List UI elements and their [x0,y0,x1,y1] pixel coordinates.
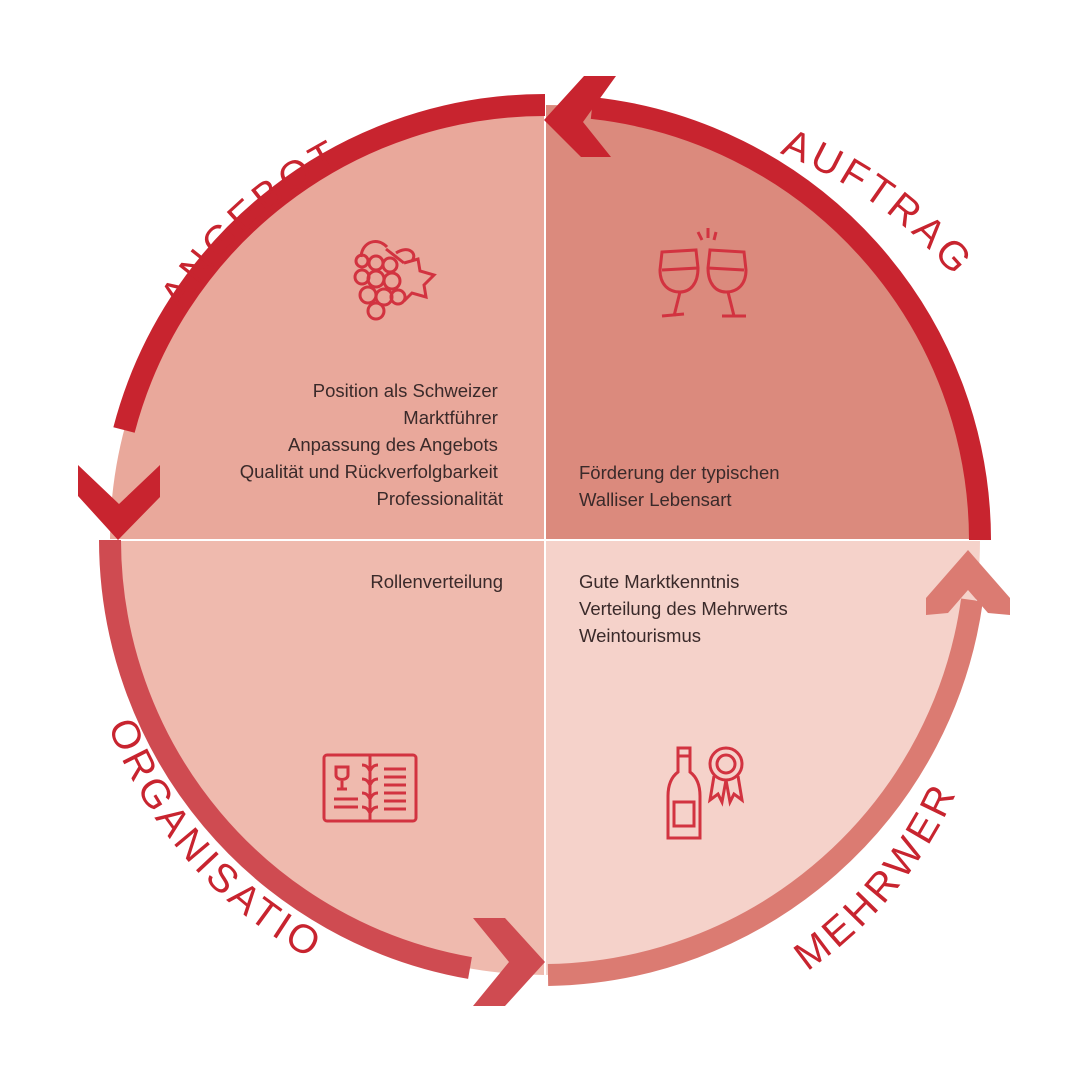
mehrwert-line: Weintourismus [579,625,701,646]
organisation-text: Rollenverteilung [370,571,503,592]
wine-menu-book-icon [322,753,418,823]
angebot-text: Position als Schweizer Marktführer Anpas… [240,380,503,509]
wine-toast-icon [658,228,748,318]
auftrag-line: Förderung der typischen [579,462,780,483]
arc-angebot [113,94,546,433]
arrowhead-organisation [473,918,545,1006]
angebot-line: Marktführer [403,407,498,428]
grapes-icon [353,240,437,321]
angebot-line: Professionalität [377,488,503,509]
arc-organisation [99,539,472,979]
angebot-line: Anpassung des Angebots [288,434,498,455]
quadrant-auftrag [545,105,980,540]
quadrant-organisation [110,540,545,975]
quadrant-mehrwert [545,540,980,975]
auftrag-line: Walliser Lebensart [579,489,732,510]
arrowhead-angebot [78,465,160,540]
wine-bottle-award-icon [666,746,745,840]
mehrwert-text: Gute Marktkenntnis Verteilung des Mehrwe… [579,571,793,646]
angebot-line: Qualität und Rückverfolgbarkeit [240,461,498,482]
mehrwert-line: Verteilung des Mehrwerts [579,598,788,619]
arc-mehrwert [547,598,983,986]
quadrant-angebot [110,105,545,540]
organisation-line: Rollenverteilung [370,571,503,592]
arrowhead-mehrwert [926,550,1010,615]
arc-auftrag [590,97,991,541]
arrowhead-auftrag [544,76,616,157]
auftrag-text: Förderung der typischen Walliser Lebensa… [579,462,785,510]
angebot-line: Position als Schweizer [313,380,498,401]
mehrwert-line: Gute Marktkenntnis [579,571,739,592]
